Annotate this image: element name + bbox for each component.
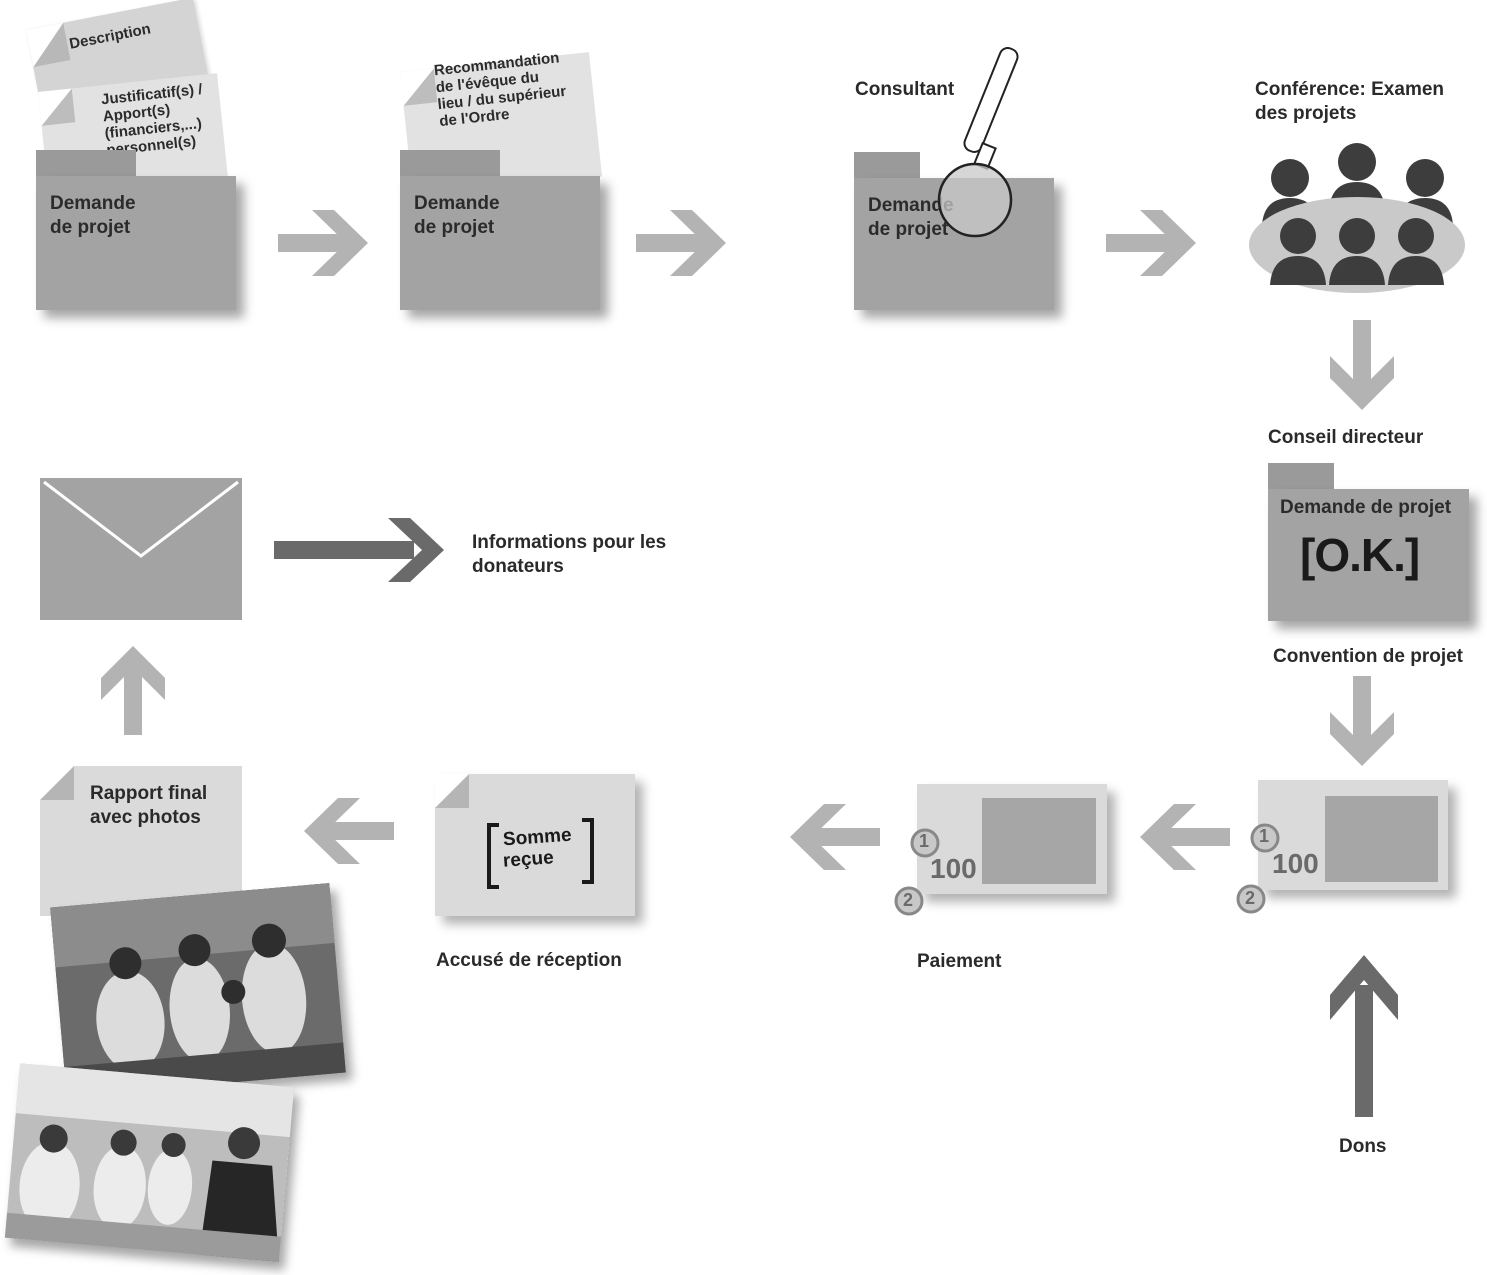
arrow-left-icon	[304, 798, 394, 864]
magnifier-icon	[937, 47, 1019, 238]
arrow-right-icon	[278, 210, 368, 276]
coin-icon	[1250, 823, 1280, 853]
banknote-panel	[982, 798, 1096, 884]
convention-label: Convention de projet	[1273, 646, 1463, 667]
receipt-bracket-right	[582, 818, 594, 884]
coin2-digit: 2	[903, 890, 914, 910]
info-donors-line2: donateurs	[472, 556, 564, 577]
coin2-digit: 2	[1245, 888, 1256, 908]
photo-1	[50, 883, 346, 1097]
report-fold	[40, 766, 74, 800]
folder1-line1: Demande	[50, 193, 136, 214]
info-donors-line1: Informations pour les	[472, 532, 667, 553]
consultant-label: Consultant	[855, 79, 955, 100]
dons-label: Dons	[1339, 1136, 1387, 1157]
folder1-line2: de projet	[50, 217, 131, 238]
banknote-amount: 100	[930, 853, 977, 884]
folder-tab	[1268, 463, 1334, 491]
banknote-amount: 100	[1272, 848, 1319, 879]
report-line2: avec photos	[90, 807, 201, 828]
conference-line2: des projets	[1255, 103, 1357, 124]
arrow-down-icon	[1330, 320, 1394, 410]
coin-icon	[894, 886, 924, 916]
arrow-left-icon	[790, 804, 880, 870]
folder3-line1: Demande	[868, 195, 954, 216]
receipt-label: Accusé de réception	[436, 950, 622, 971]
project-folder-1	[36, 176, 236, 310]
photo-2	[4, 1063, 295, 1262]
coin1-digit: 1	[1259, 826, 1270, 846]
payment-label: Paiement	[917, 951, 1002, 972]
receipt-bracket-left	[487, 823, 499, 889]
envelope-icon	[40, 478, 242, 620]
folder-tab	[36, 150, 136, 178]
arrow-right-icon	[636, 210, 726, 276]
arrow-right-dark-icon	[274, 518, 444, 582]
folder2-line1: Demande	[414, 193, 500, 214]
conference-line1: Conférence: Examen	[1255, 79, 1445, 100]
arrow-up-dark-icon	[1330, 955, 1398, 1117]
arrow-right-icon	[1106, 210, 1196, 276]
folder-tab	[400, 150, 500, 178]
arrow-up-icon	[101, 646, 165, 735]
folder-tab	[854, 152, 920, 180]
coin-icon	[1236, 884, 1266, 914]
conseil-directeur-label: Conseil directeur	[1268, 427, 1424, 448]
ok-stamp: [O.K.]	[1300, 529, 1420, 581]
arrow-left-icon	[1140, 804, 1230, 870]
coin1-digit: 1	[919, 831, 930, 851]
approved-folder-label: Demande de projet	[1280, 497, 1452, 518]
report-line1: Rapport final	[90, 783, 208, 804]
coin-icon	[910, 828, 940, 858]
receipt-fold	[435, 774, 469, 808]
banknote-panel	[1325, 796, 1438, 882]
folder2-line2: de projet	[414, 217, 495, 238]
folder3-line2: de projet	[868, 219, 949, 240]
arrow-down-icon	[1330, 676, 1394, 766]
meeting-people-icon	[1249, 143, 1465, 293]
project-folder-2	[400, 176, 600, 310]
project-folder-approved	[1268, 489, 1469, 621]
